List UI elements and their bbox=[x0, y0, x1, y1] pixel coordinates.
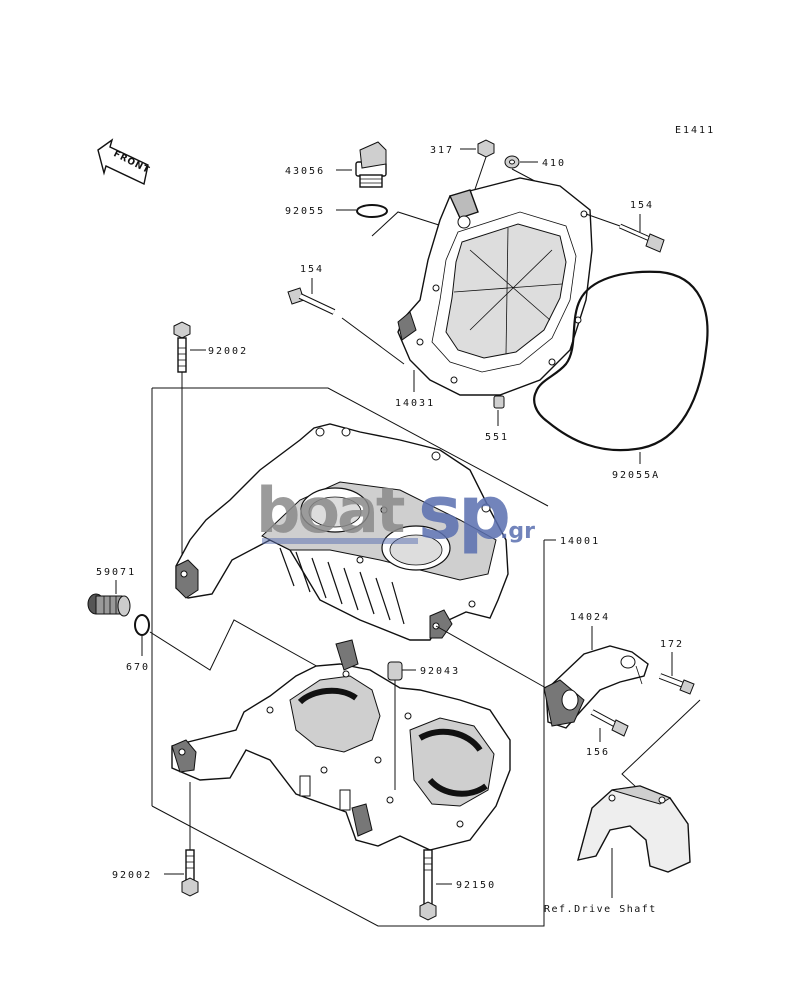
o-ring-part bbox=[356, 204, 388, 218]
gasket-92055A-part bbox=[533, 270, 709, 452]
plug-59071-part bbox=[87, 593, 131, 617]
drive-shaft-guard-part bbox=[577, 785, 691, 873]
label-154-right: 154 bbox=[630, 200, 654, 211]
upper-crankcase-part bbox=[175, 423, 509, 641]
label-154-left: 154 bbox=[300, 264, 324, 275]
watermark-logo: boat sp .gr bbox=[256, 470, 535, 556]
label-14024: 14024 bbox=[570, 612, 610, 623]
front-arrow-icon: FRONT bbox=[97, 138, 151, 186]
label-92043: 92043 bbox=[420, 666, 460, 677]
label-14001: 14001 bbox=[560, 536, 600, 547]
nut-317-part bbox=[477, 139, 495, 158]
bolt-92002-top-part bbox=[173, 321, 191, 373]
label-410: 410 bbox=[542, 158, 566, 169]
label-92055: 92055 bbox=[285, 206, 325, 217]
oil-cap-part bbox=[355, 141, 387, 188]
label-317: 317 bbox=[430, 145, 454, 156]
bolt-172-part bbox=[658, 673, 695, 695]
label-156: 156 bbox=[586, 747, 610, 758]
pin-551-part bbox=[493, 395, 505, 409]
label-92002-bottom: 92002 bbox=[112, 870, 152, 881]
bolt-156-part bbox=[590, 709, 629, 737]
label-14031: 14031 bbox=[395, 398, 435, 409]
dowel-92043-part bbox=[387, 661, 403, 681]
o-ring-670-part bbox=[134, 614, 150, 636]
bolt-154-right-part bbox=[618, 223, 665, 253]
watermark-brand-left: boat bbox=[256, 474, 405, 547]
watermark-suffix: .gr bbox=[500, 519, 535, 544]
label-92002-top: 92002 bbox=[208, 346, 248, 357]
lower-crankcase-part bbox=[171, 639, 511, 851]
label-670: 670 bbox=[126, 662, 150, 673]
label-551: 551 bbox=[485, 432, 509, 443]
label-59071: 59071 bbox=[96, 567, 136, 578]
bolt-154-left-part bbox=[287, 287, 336, 315]
label-ref-drive-shaft: Ref.Drive Shaft bbox=[544, 904, 657, 915]
label-92055A: 92055A bbox=[612, 470, 660, 481]
watermark-brand-right: sp bbox=[418, 470, 508, 556]
label-43056: 43056 bbox=[285, 166, 325, 177]
bolt-92002-bottom-part bbox=[181, 849, 199, 897]
diagram-code: E1411 bbox=[675, 125, 715, 136]
bolt-92150-part bbox=[419, 849, 437, 921]
label-92150: 92150 bbox=[456, 880, 496, 891]
label-172: 172 bbox=[660, 639, 684, 650]
bracket-14024-part bbox=[543, 645, 649, 729]
coupling-housing-part bbox=[397, 177, 593, 396]
